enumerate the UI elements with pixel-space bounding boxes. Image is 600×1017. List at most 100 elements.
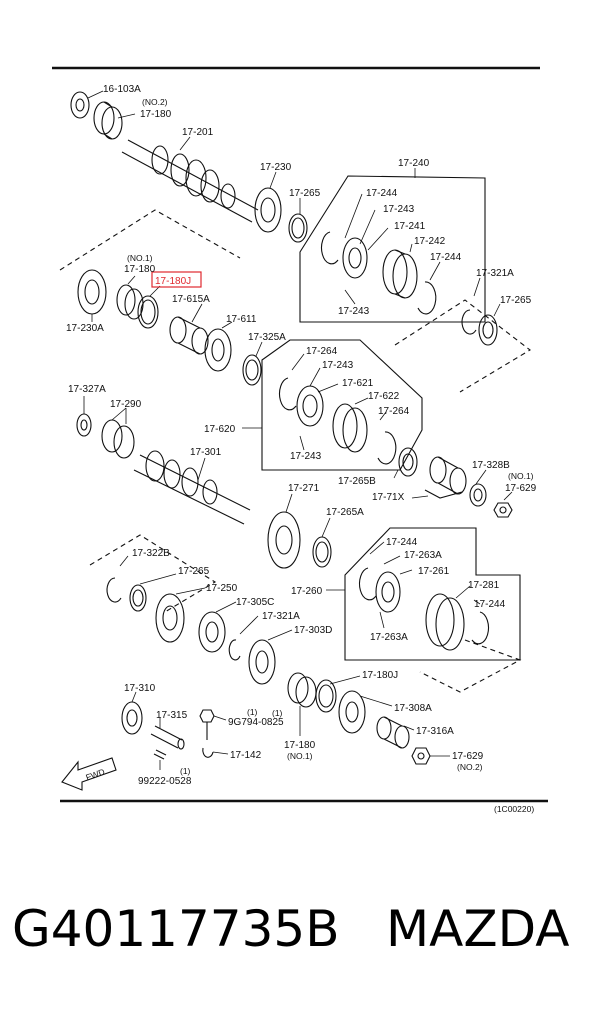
label-17-325a: 17-325A — [248, 332, 286, 343]
gear-17-303d — [248, 639, 276, 685]
gear-17-230a — [77, 269, 107, 315]
label-17-620: 17-620 — [204, 424, 236, 435]
label-17-244-c: 17-244 — [386, 537, 418, 548]
label-17-308a: 17-308A — [394, 703, 432, 714]
sleeve-17-622 — [332, 403, 368, 453]
dashed-zone-c — [89, 534, 217, 613]
label-17-629-b: 17-629 — [452, 751, 484, 762]
label-17-265-c: 17-265 — [178, 566, 210, 577]
countershaft-17-301 — [133, 450, 251, 525]
synchronizer-17-621 — [296, 385, 324, 427]
label-17-243-d: 17-243 — [290, 451, 322, 462]
nut-17-629-no2 — [411, 747, 431, 765]
label-17-263a-b: 17-263A — [370, 632, 408, 643]
bearing-17-180j-b — [315, 679, 337, 713]
dashed-zone-d — [419, 639, 522, 693]
label-17-271: 17-271 — [288, 483, 320, 494]
label-17-180-left: 17-180 — [124, 264, 156, 275]
gear-17-611 — [204, 328, 232, 372]
label-17-243-b: 17-243 — [338, 306, 370, 317]
label-17-180j-b: 17-180J — [362, 670, 398, 681]
bearing-17-180-no2 — [93, 101, 123, 140]
label-17-242: 17-242 — [414, 236, 446, 247]
label-17-281: 17-281 — [468, 580, 500, 591]
label-no1-bottom: (NO.1) — [287, 751, 313, 761]
label-17-321a-a: 17-321A — [476, 268, 514, 279]
bearing-17-180-no1 — [116, 284, 144, 320]
label-17-142: 17-142 — [230, 750, 262, 761]
label-17-290: 17-290 — [110, 399, 142, 410]
label-17-611: 17-611 — [226, 314, 257, 325]
gear-17-310 — [121, 701, 143, 735]
label-17-263a-a: 17-263A — [404, 550, 442, 561]
sleeve-17-615a — [169, 316, 209, 355]
label-17-622: 17-622 — [368, 391, 400, 402]
label-17-250: 17-250 — [206, 583, 238, 594]
spring-17-244-c — [358, 567, 377, 601]
label-16-103a: 16-103A — [103, 84, 141, 95]
ring-17-325a — [242, 354, 262, 386]
box-17-240 — [299, 175, 486, 323]
gear-17-308a — [338, 690, 366, 734]
synchronizer-17-261 — [375, 571, 401, 613]
label-qty1-a: (1) — [247, 707, 258, 717]
label-17-315: 17-315 — [156, 710, 188, 721]
label-qty1-c: (1) — [272, 708, 283, 718]
brand-name: MAZDA — [386, 900, 570, 958]
pin-99222-0528 — [153, 749, 167, 760]
washer-17-327a — [76, 413, 92, 437]
spring-17-244-b — [417, 281, 437, 315]
label-17-180j-highlight: 17-180J — [155, 276, 191, 287]
label-17-261: 17-261 — [418, 566, 450, 577]
bearing-17-180j — [137, 295, 159, 329]
clip-17-142 — [202, 747, 214, 758]
box-17-260 — [344, 527, 521, 661]
clip-17-322b — [106, 577, 122, 603]
label-17-230a: 17-230A — [66, 323, 104, 334]
label-17-305c: 17-305C — [236, 597, 274, 608]
label-17-243-a: 17-243 — [383, 204, 415, 215]
spring-17-264-a — [278, 377, 297, 411]
label-99222-0528: 99222-0528 — [138, 776, 192, 787]
spring-17-264-b — [377, 431, 397, 465]
ring-17-265-a — [288, 213, 308, 243]
ring-17-265b — [398, 447, 418, 477]
sleeve-17-316a — [376, 716, 410, 749]
exploded-parts-diagram: 16-103A (NO.2) 17-180 17-201 17-230 17-2… — [52, 66, 548, 814]
bearing-17-290 — [101, 419, 135, 459]
label-17-629-a: 17-629 — [505, 483, 537, 494]
label-17-201: 17-201 — [182, 127, 214, 138]
label-17-230: 17-230 — [260, 162, 292, 173]
label-17-244-b: 17-244 — [430, 252, 462, 263]
label-17-265a: 17-265A — [326, 507, 364, 518]
label-17-264-a: 17-264 — [306, 346, 338, 357]
dashed-zone-b — [394, 299, 531, 393]
label-17-240: 17-240 — [398, 158, 430, 169]
label-17-321a-b: 17-321A — [262, 611, 300, 622]
label-17-301: 17-301 — [190, 447, 222, 458]
label-17-310: 17-310 — [124, 683, 156, 694]
fwd-arrow — [61, 757, 117, 791]
gear-17-265-b — [478, 314, 498, 346]
label-17-180-bottom: 17-180 — [284, 740, 316, 751]
shaft-17-315 — [150, 725, 185, 750]
label-17-243-c: 17-243 — [322, 360, 354, 371]
label-no1-left: (NO.1) — [127, 253, 153, 263]
main-shaft-17-201 — [121, 139, 259, 223]
label-no2-bottom: (NO.2) — [457, 762, 483, 772]
label-17-260: 17-260 — [291, 586, 323, 597]
dashed-zone-a — [59, 209, 241, 271]
gear-17-281 — [425, 593, 465, 651]
nut-17-629-no1 — [493, 502, 513, 518]
label-17-316a: 17-316A — [416, 726, 454, 737]
box-17-620 — [261, 339, 423, 471]
label-17-322b: 17-322B — [132, 548, 170, 559]
highlight-box-17-180j — [151, 271, 202, 288]
bearing-17-180-bottom — [287, 672, 317, 708]
label-17-265b: 17-265B — [338, 476, 376, 487]
spring-17-244-a — [320, 231, 339, 265]
label-17-265-b: 17-265 — [500, 295, 532, 306]
label-no1-right: (NO.1) — [508, 471, 534, 481]
label-17-71x: 17-71X — [372, 492, 405, 503]
gear-17-250 — [155, 593, 185, 643]
